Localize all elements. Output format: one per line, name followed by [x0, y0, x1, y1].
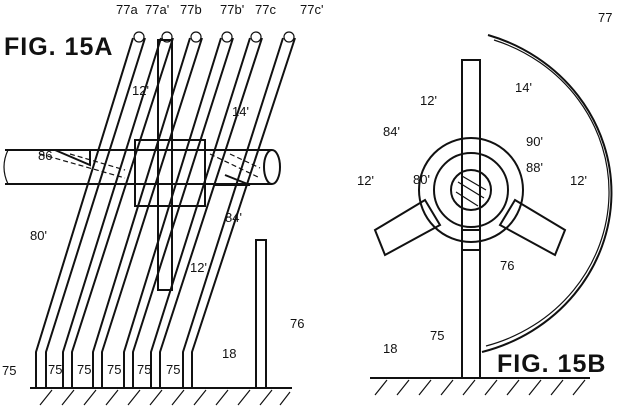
label-86: 86	[38, 148, 52, 163]
label-14: 14'	[515, 80, 532, 95]
label-75: 75	[48, 362, 62, 377]
figure-15a-title: FIG. 15A	[4, 33, 113, 61]
label-75: 75	[430, 328, 444, 343]
figure-15a-labels: 77a 77a' 77b 77b' 77c 77c' 12' 14' 86 80…	[2, 2, 323, 378]
drawing-stroke	[161, 31, 173, 43]
label-12-right: 12'	[570, 173, 587, 188]
drawing-stroke	[283, 31, 295, 43]
drawing-stroke	[221, 31, 233, 43]
drawing-stroke	[250, 31, 262, 43]
drawing-stroke	[159, 37, 263, 388]
drawing-stroke	[39, 153, 261, 179]
label-84: 84'	[383, 124, 400, 139]
label-12-left: 12'	[357, 173, 374, 188]
label-12-bottom: 12'	[190, 260, 207, 275]
deflector-86	[54, 149, 251, 186]
drawing-stroke	[485, 39, 610, 347]
label-90: 90'	[526, 134, 543, 149]
figure-15b-labels: 77 14' 12' 84' 90' 88' 80' 12' 12' 76 18…	[357, 10, 612, 356]
label-84: 84'	[225, 210, 242, 225]
drawing-stroke	[133, 31, 145, 43]
label-75: 75	[2, 363, 16, 378]
rod-77a	[35, 31, 146, 388]
drawing-stroke	[101, 37, 203, 388]
label-18: 18	[383, 341, 397, 356]
drawing-stroke	[455, 175, 487, 207]
drawing-stroke	[132, 37, 234, 388]
rod-77a-prime	[62, 31, 174, 388]
label-77: 77	[598, 10, 612, 25]
label-12-top: 12'	[132, 83, 149, 98]
label-77c-prime: 77c'	[300, 2, 323, 17]
rods	[35, 31, 296, 388]
rod-77c-prime	[182, 31, 296, 388]
arc-77	[481, 34, 613, 353]
label-80: 80'	[413, 172, 430, 187]
shaft-80	[450, 169, 492, 211]
label-80: 80'	[30, 228, 47, 243]
drawing-stroke	[45, 37, 146, 388]
drawing-stroke	[190, 31, 202, 43]
label-77c: 77c	[255, 2, 276, 17]
blade-right	[498, 198, 567, 257]
drawing-stroke	[433, 152, 509, 228]
blade-left	[373, 198, 442, 257]
drawing-stroke	[123, 37, 222, 388]
figure-15b: FIG. 15B 77 14' 12' 84' 90' 88' 80' 12' …	[357, 10, 613, 396]
drawing-stroke	[35, 37, 134, 388]
label-14: 14'	[232, 104, 249, 119]
drawing-stroke	[263, 149, 281, 185]
pole-76	[461, 59, 481, 379]
drawing-stroke	[374, 379, 586, 396]
label-77b-prime: 77b'	[220, 2, 244, 17]
label-88: 88'	[526, 160, 543, 175]
label-18: 18	[222, 346, 236, 361]
label-77b: 77b	[180, 2, 202, 17]
drawing-stroke	[182, 37, 284, 388]
pole-76	[255, 239, 267, 389]
figure-15a: FIG. 15A 77a 77a' 77b 77b' 77c 77c' 12'	[2, 2, 323, 406]
rod-77c	[150, 31, 263, 388]
drawing-stroke	[157, 205, 173, 291]
label-77a: 77a	[116, 2, 138, 17]
label-75: 75	[107, 362, 121, 377]
drawing-stroke	[62, 37, 162, 388]
drawing-stroke	[39, 389, 291, 406]
label-12-top: 12'	[420, 93, 437, 108]
label-76: 76	[500, 258, 514, 273]
label-77a-prime: 77a'	[145, 2, 169, 17]
figure-15b-title: FIG. 15B	[497, 350, 606, 378]
hub-ring-90	[418, 137, 524, 243]
rod-77b-prime	[123, 31, 234, 388]
drawing-stroke	[461, 229, 481, 251]
label-75: 75	[137, 362, 151, 377]
label-75: 75	[166, 362, 180, 377]
drawing-stroke	[150, 37, 251, 388]
drawing-stroke	[71, 37, 174, 388]
drawing-stroke	[3, 149, 9, 185]
label-75: 75	[77, 362, 91, 377]
label-76: 76	[290, 316, 304, 331]
drawing-stroke	[191, 37, 296, 388]
